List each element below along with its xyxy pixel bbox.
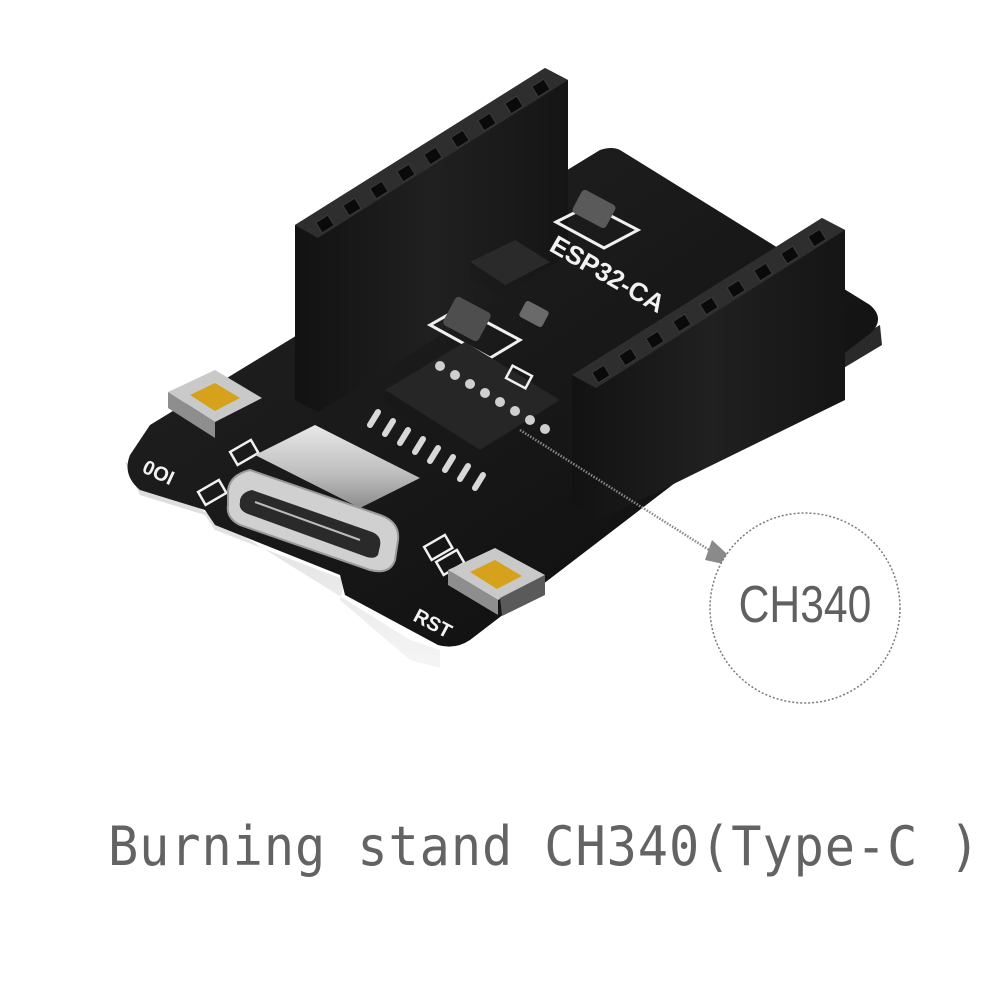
callout-circle xyxy=(709,512,901,704)
smd-components xyxy=(196,363,534,577)
voltage-regulator xyxy=(426,240,550,360)
callout-label: CH340 xyxy=(738,576,872,634)
capacitor-top xyxy=(552,190,642,250)
rst-button xyxy=(448,548,545,616)
usb-type-c-connector xyxy=(226,425,420,573)
female-header-left xyxy=(295,68,568,412)
female-header-right xyxy=(572,218,845,520)
product-caption: Burning stand CH340(Type-C ) xyxy=(108,815,981,878)
io0-button xyxy=(168,370,262,438)
ch340-chip xyxy=(367,342,560,491)
